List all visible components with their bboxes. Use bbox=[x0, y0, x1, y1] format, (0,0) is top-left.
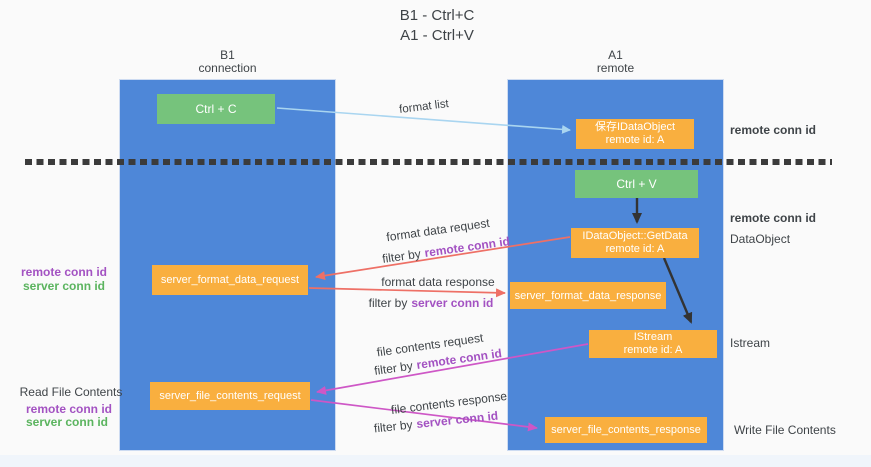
filter-by-text: filter by bbox=[373, 358, 414, 378]
server-format-data-request-label: server_format_data_request bbox=[160, 274, 300, 286]
lane-a1-header: A1 remote bbox=[508, 49, 723, 75]
server-file-contents-request-label: server_file_contents_request bbox=[159, 390, 301, 402]
lane-a1-subtitle: remote bbox=[596, 61, 635, 75]
lane-b1-subtitle: connection bbox=[198, 61, 257, 75]
save-idataobject-line2: remote id: A bbox=[605, 134, 665, 146]
getdata-line2: remote id: A bbox=[605, 243, 665, 255]
box-server-format-data-request: server_format_data_request bbox=[152, 265, 308, 295]
box-server-file-contents-response: server_file_contents_response bbox=[545, 417, 707, 443]
title-line-2: A1 - Ctrl+V bbox=[400, 27, 474, 44]
lane-a1-name: A1 bbox=[608, 48, 623, 62]
box-ctrl-c: Ctrl + C bbox=[157, 94, 275, 124]
box-save-idataobject: 保存IDataObject remote id: A bbox=[576, 119, 694, 149]
lane-b1-name: B1 bbox=[220, 48, 235, 62]
filter-by-text: filter by bbox=[381, 246, 422, 266]
label-remote-conn-id-left-bottom: remote conn id bbox=[25, 402, 113, 416]
remote-conn-id-text: remote conn id bbox=[423, 234, 511, 260]
label-remote-conn-id-left-top: remote conn id bbox=[20, 265, 108, 279]
label-write-file-contents: Write File Contents bbox=[734, 423, 836, 437]
getdata-line1: IDataObject::GetData bbox=[582, 230, 688, 242]
ctrl-v-label: Ctrl + V bbox=[616, 177, 657, 191]
box-ctrl-v: Ctrl + V bbox=[575, 170, 698, 198]
filter-by-text: filter by bbox=[373, 417, 414, 436]
lane-b1-header: B1 connection bbox=[120, 49, 335, 75]
footer-strip bbox=[0, 455, 871, 467]
session-divider-dashed-line bbox=[25, 159, 832, 165]
istream-line1: IStream bbox=[633, 331, 673, 343]
label-remote-conn-id-right-top: remote conn id bbox=[730, 123, 817, 137]
box-server-file-contents-request: server_file_contents_request bbox=[150, 382, 310, 410]
title-line-1: B1 - Ctrl+C bbox=[399, 7, 475, 24]
label-format-data-response: format data response bbox=[381, 275, 495, 289]
ctrl-c-label: Ctrl + C bbox=[195, 102, 237, 116]
label-server-conn-id-left-bottom: server conn id bbox=[25, 415, 109, 429]
diagram-title: B1 - Ctrl+C A1 - Ctrl+V bbox=[400, 6, 475, 46]
label-server-conn-id-left-top: server conn id bbox=[22, 279, 106, 293]
server-conn-id-text: server conn id bbox=[411, 296, 494, 310]
filter-by-text: filter by bbox=[368, 296, 408, 310]
server-format-data-response-label: server_format_data_response bbox=[514, 289, 662, 302]
istream-line2: remote id: A bbox=[623, 344, 683, 356]
box-idataobject-getdata: IDataObject::GetData remote id: A bbox=[571, 228, 699, 258]
box-server-format-data-response: server_format_data_response bbox=[510, 282, 666, 309]
server-file-contents-response-label: server_file_contents_response bbox=[551, 424, 701, 436]
label-read-file-contents: Read File Contents bbox=[19, 385, 123, 399]
label-dataobject: DataObject bbox=[730, 232, 791, 246]
label-format-list: format list bbox=[398, 98, 450, 116]
label-remote-conn-id-right-mid: remote conn id bbox=[730, 211, 817, 225]
label-istream: Istream bbox=[730, 336, 771, 350]
box-istream: IStream remote id: A bbox=[589, 330, 717, 358]
save-idataobject-line1: 保存IDataObject bbox=[594, 121, 676, 133]
